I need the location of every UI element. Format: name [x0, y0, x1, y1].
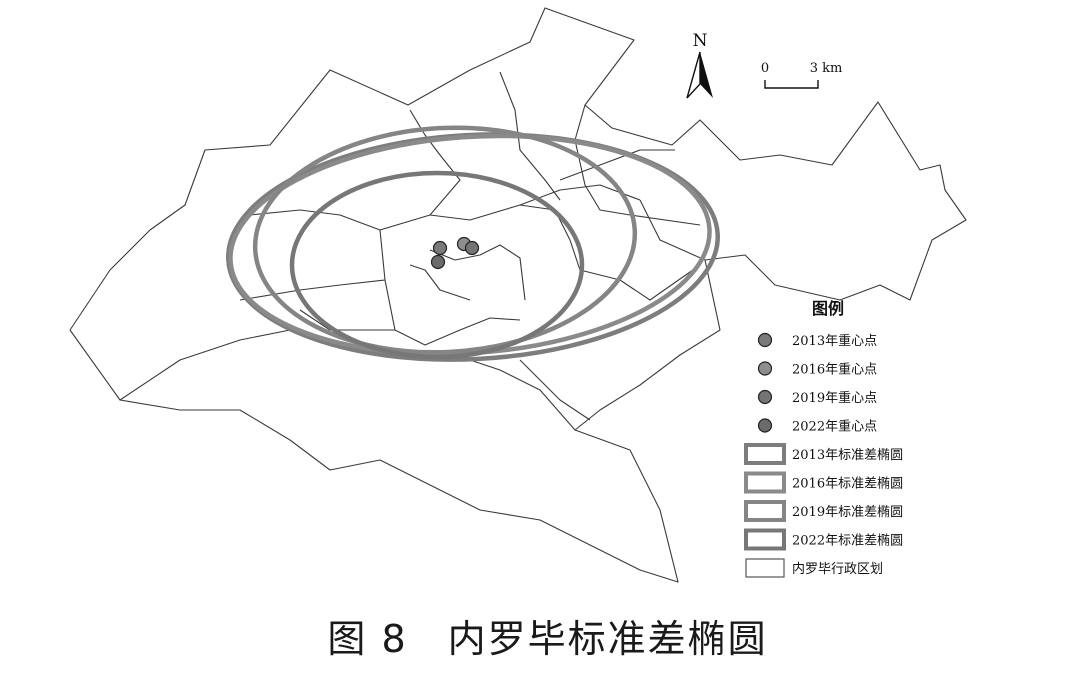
legend-item-label: 2016年重心点: [792, 362, 877, 378]
boundary-line: [239, 279, 386, 301]
boundary-line: [409, 109, 461, 216]
legend-item-ellipse: 2019年标准差椭圆: [744, 500, 903, 522]
legend-item-label: 2013年标准差椭圆: [792, 447, 903, 463]
boundary-line: [299, 309, 395, 331]
boundary-outer: [69, 7, 967, 583]
scale-start-label: 0: [761, 61, 769, 76]
legend-ellipse-symbol: [744, 528, 786, 551]
scale-bar-line: [764, 80, 819, 89]
legend-item-point: 2022年重心点: [757, 418, 877, 435]
boundary-line: [499, 71, 561, 201]
scale-bar: 0 3 km: [761, 61, 843, 89]
legend-point-symbol: [757, 332, 773, 348]
scale-end-label: 3 km: [810, 61, 843, 76]
legend-item-label: 2013年重心点: [792, 333, 877, 349]
legend-item-ellipse: 2016年标准差椭圆: [744, 471, 903, 494]
boundary-line: [409, 264, 471, 301]
legend-ellipse-symbol: [744, 471, 786, 494]
ellipse-2019: [252, 125, 638, 355]
legend-item-label: 2022年标准差椭圆: [792, 533, 903, 549]
legend-item-point: 2016年重心点: [757, 361, 877, 378]
centroid-2013: [432, 240, 448, 256]
figure-caption: 图 8 内罗毕标准差椭圆: [0, 608, 1085, 663]
legend-ellipse-symbol: [744, 443, 786, 465]
boundary-line: [119, 329, 291, 401]
boundary-line: [379, 204, 581, 271]
boundary-line: [559, 149, 675, 181]
centroid-2022: [430, 254, 446, 270]
north-label: N: [693, 31, 708, 51]
legend-ellipse-symbol: [744, 500, 786, 522]
legend-item-label: 2016年标准差椭圆: [792, 476, 903, 492]
legend-item-point: 2019年重心点: [757, 389, 877, 406]
boundary-line: [639, 199, 706, 261]
north-arrow-icon: [700, 52, 713, 98]
legend-item-label: 2019年标准差椭圆: [792, 504, 903, 520]
admin-boundaries: [69, 7, 967, 583]
north-arrow-icon: [686, 51, 701, 99]
legend-point-symbol: [757, 389, 773, 405]
figure-number: 图 8: [327, 617, 408, 661]
legend-point-symbol: [757, 418, 773, 433]
ellipse-layer: [226, 125, 720, 362]
legend-item-ellipse: 2022年标准差椭圆: [744, 528, 903, 551]
legend-item-boundary: 内罗毕行政区划: [745, 558, 883, 578]
centroid-layer: [430, 236, 480, 270]
legend: 图例 2013年重心点 2016年重心点 2019年重心点 2022年重心点 2013年…: [744, 299, 903, 578]
legend-item-point: 2013年重心点: [757, 332, 877, 349]
legend-boundary-symbol: [745, 558, 785, 578]
legend-item-label: 2022年重心点: [792, 419, 877, 435]
legend-item-label: 内罗毕行政区划: [792, 561, 883, 577]
legend-item-label: 2019年重心点: [792, 390, 877, 406]
north-arrow: N: [686, 31, 713, 99]
boundary-line: [519, 359, 591, 421]
ellipse-2022: [289, 170, 585, 360]
legend-title: 图例: [812, 299, 844, 318]
boundary-line: [454, 354, 576, 431]
figure-title: 内罗毕标准差椭圆: [447, 617, 768, 661]
legend-item-ellipse: 2013年标准差椭圆: [744, 443, 903, 465]
boundary-line: [379, 229, 521, 346]
centroid-2019: [464, 240, 480, 256]
boundary-line: [579, 264, 701, 301]
boundary-line: [574, 104, 701, 226]
legend-point-symbol: [757, 361, 773, 376]
boundary-line: [429, 244, 526, 301]
